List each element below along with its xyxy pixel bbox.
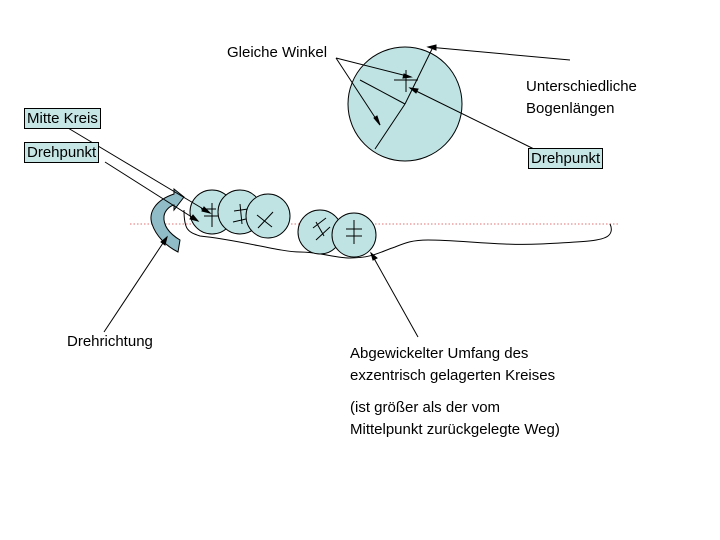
label-abgewickelter-line1: Abgewickelter Umfang des	[350, 345, 529, 362]
label-unterschiedliche-line1: Unterschiedliche	[526, 78, 637, 95]
label-hinweis-line1: (ist größer als der vom	[350, 399, 501, 416]
small-circle-3	[245, 193, 291, 239]
label-drehpunkt-left: Drehpunkt	[24, 142, 100, 163]
label-abgewickelter-line2: exzentrisch gelagerten Kreises	[350, 367, 556, 384]
big-circle-leaders	[335, 44, 571, 151]
label-gleiche-winkel: Gleiche Winkel	[227, 44, 328, 61]
label-mitte-kreis: Mitte Kreis	[24, 108, 101, 129]
rotation-arrow	[150, 187, 185, 253]
small-circle-4	[297, 209, 343, 255]
label-abgewickelter-umfang: Abgewickelter Umfang des exzentrisch gel…	[350, 343, 555, 387]
label-hinweis-line2: Mittelpunkt zurückgelegte Weg)	[350, 421, 560, 438]
label-unterschiedliche-line2: Bogenlängen	[526, 100, 615, 117]
small-circle-5	[331, 212, 377, 258]
label-hinweis: (ist größer als der vom Mittelpunkt zurü…	[350, 397, 560, 441]
unrolled-circumference-curve	[183, 209, 612, 259]
label-drehpunkt-right: Drehpunkt	[528, 148, 604, 169]
label-unterschiedliche-bogenlaengen: Unterschiedliche Bogenlängen	[526, 76, 637, 120]
label-drehrichtung: Drehrichtung	[67, 333, 153, 350]
large-circle	[347, 46, 463, 162]
